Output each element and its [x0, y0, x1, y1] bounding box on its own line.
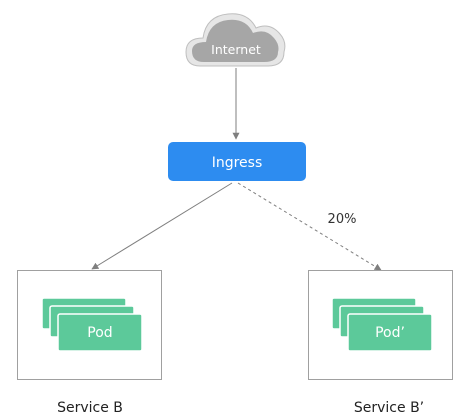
- ingress-to-service-b-arrow: [91, 182, 233, 270]
- internet-label: Internet: [211, 42, 261, 57]
- service-b-prime-pod-label: Pod’: [375, 325, 405, 341]
- service-b-prime-label: Service B’: [354, 400, 424, 416]
- service-b-pod-stack: [41, 297, 143, 352]
- traffic-split-label: 20%: [328, 212, 357, 227]
- ingress-box: [168, 142, 306, 181]
- internet-cloud-icon: [185, 13, 286, 67]
- ingress-label: Ingress: [212, 155, 263, 171]
- ingress-to-service-b-prime-arrow: [237, 182, 382, 271]
- service-b-pod-label: Pod: [87, 325, 112, 341]
- service-b-prime-pod-stack: [331, 297, 433, 352]
- service-b-label: Service B: [57, 400, 123, 416]
